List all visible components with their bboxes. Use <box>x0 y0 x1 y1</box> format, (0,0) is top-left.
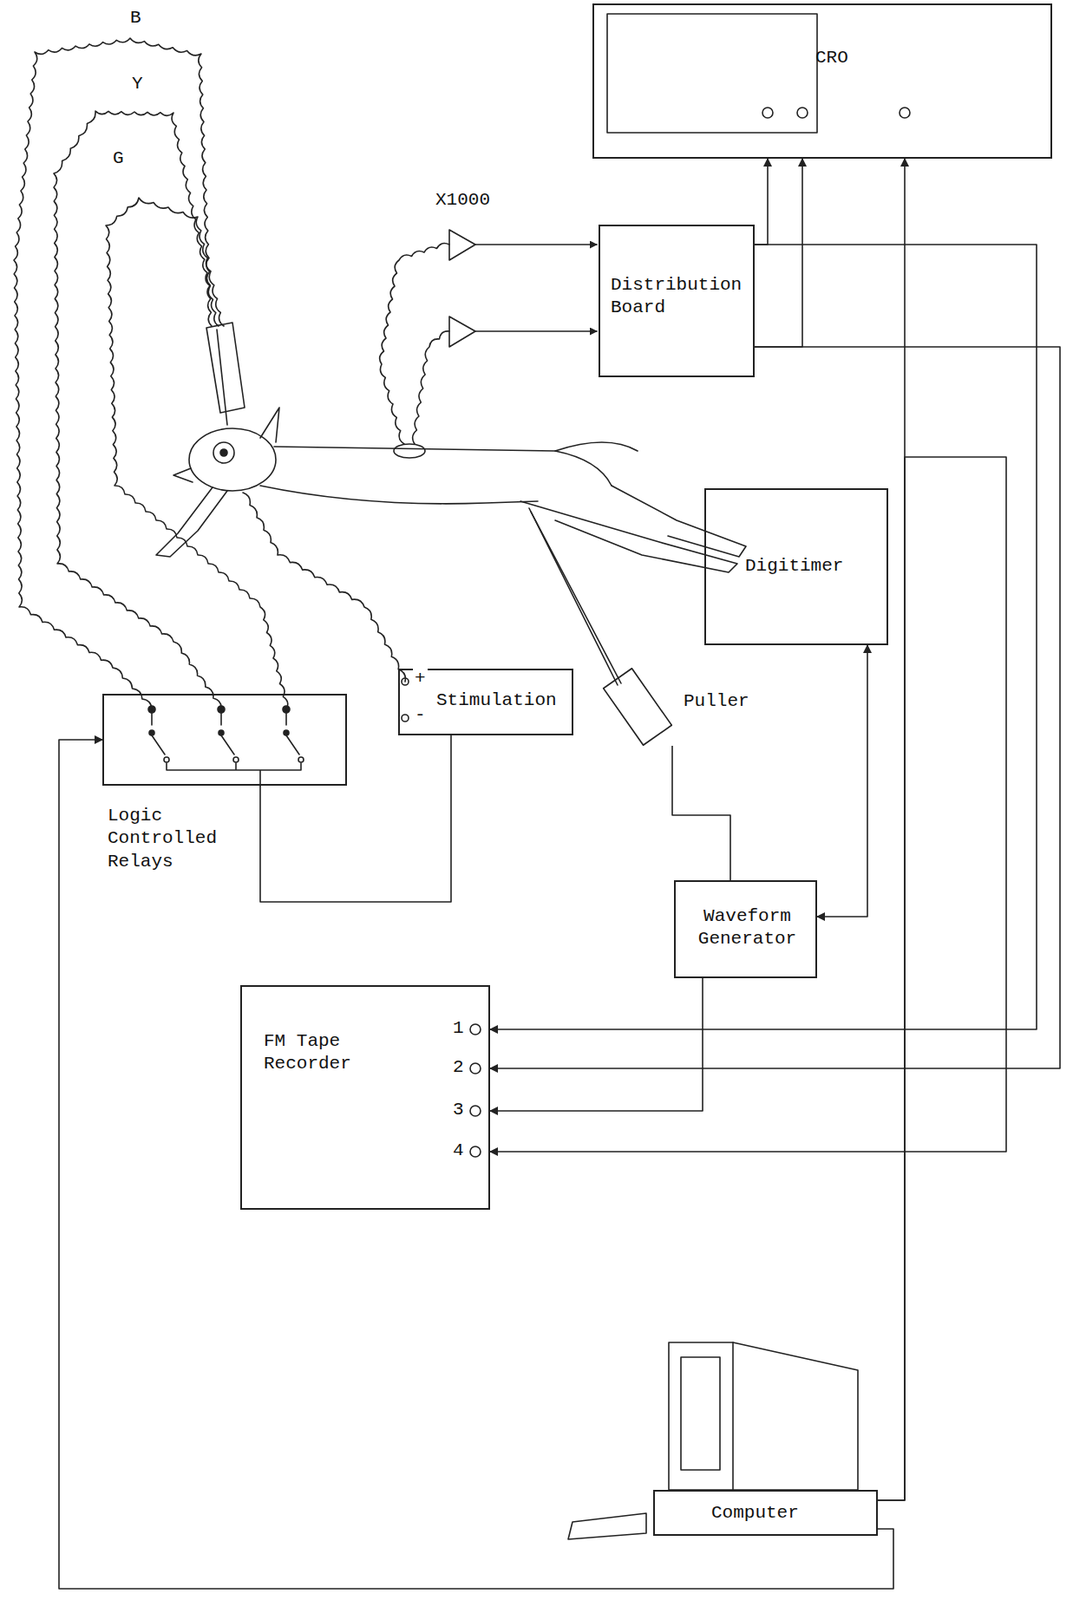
node-label: Computer <box>711 1502 833 1525</box>
node-label: Puller <box>683 690 771 714</box>
computer-monitor <box>568 1342 858 1540</box>
signal-wire <box>490 457 1007 1501</box>
wire-label: B <box>128 6 144 29</box>
coiled-wire <box>105 197 288 710</box>
node-label: Waveform Generator <box>684 905 811 952</box>
node-label: Stimulation <box>436 689 567 713</box>
terminal-sign: - <box>412 704 428 727</box>
electrode-holder <box>206 322 245 413</box>
amplifier <box>449 316 476 347</box>
signal-wire <box>490 978 703 1112</box>
signal-wire <box>877 158 905 1501</box>
coiled-wire <box>379 243 450 445</box>
signal-wire <box>672 745 731 881</box>
coiled-wire <box>412 331 450 445</box>
signal-wire <box>817 645 868 917</box>
channel-number: 2 <box>451 1056 466 1079</box>
amplifier-output <box>475 330 597 333</box>
signal-wire <box>260 735 452 903</box>
cro-socket <box>899 107 910 118</box>
tape-channel <box>470 1063 481 1074</box>
animal <box>156 322 746 746</box>
terminal-sign: + <box>412 667 428 690</box>
node-box: Digitimer <box>704 488 889 646</box>
node-box: Distribution Board <box>598 224 755 378</box>
cro-socket <box>762 107 773 118</box>
wire-label: Y <box>130 72 145 95</box>
signal-wire <box>754 158 768 245</box>
cro-screen <box>607 13 818 133</box>
node-box: Puller <box>598 667 781 746</box>
tape-channel <box>470 1146 481 1158</box>
node-box: Logic Controlled Relays <box>102 693 347 786</box>
amplifier-output <box>475 243 597 246</box>
tape-channel <box>470 1024 481 1035</box>
puller-body <box>603 668 673 746</box>
signal-wire <box>58 739 894 1590</box>
node-box: Computer <box>653 1490 878 1537</box>
channel-number: 3 <box>451 1099 466 1121</box>
signal-wire <box>490 346 1060 1069</box>
cro-socket <box>797 107 808 118</box>
node-box: Waveform Generator <box>673 880 818 979</box>
wire-label: G <box>111 147 126 170</box>
relay-switches <box>148 706 304 786</box>
node-label: Distribution Board <box>610 274 746 321</box>
signal-wire <box>754 158 803 347</box>
node-label: Digitimer <box>745 555 876 578</box>
coiled-wire <box>242 492 406 682</box>
terminal <box>401 714 409 722</box>
tape-channel <box>470 1105 481 1117</box>
node-box: CRO <box>592 3 1053 159</box>
gain-label: X1000 <box>433 189 492 211</box>
node-label: CRO <box>815 46 920 70</box>
signal-wire <box>490 244 1037 1030</box>
node-label: FM Tape Recorder <box>263 1030 368 1077</box>
amplifier <box>449 229 476 261</box>
channel-number: 1 <box>451 1017 466 1040</box>
channel-number: 4 <box>451 1139 466 1162</box>
node-label: Logic Controlled Relays <box>107 804 229 874</box>
